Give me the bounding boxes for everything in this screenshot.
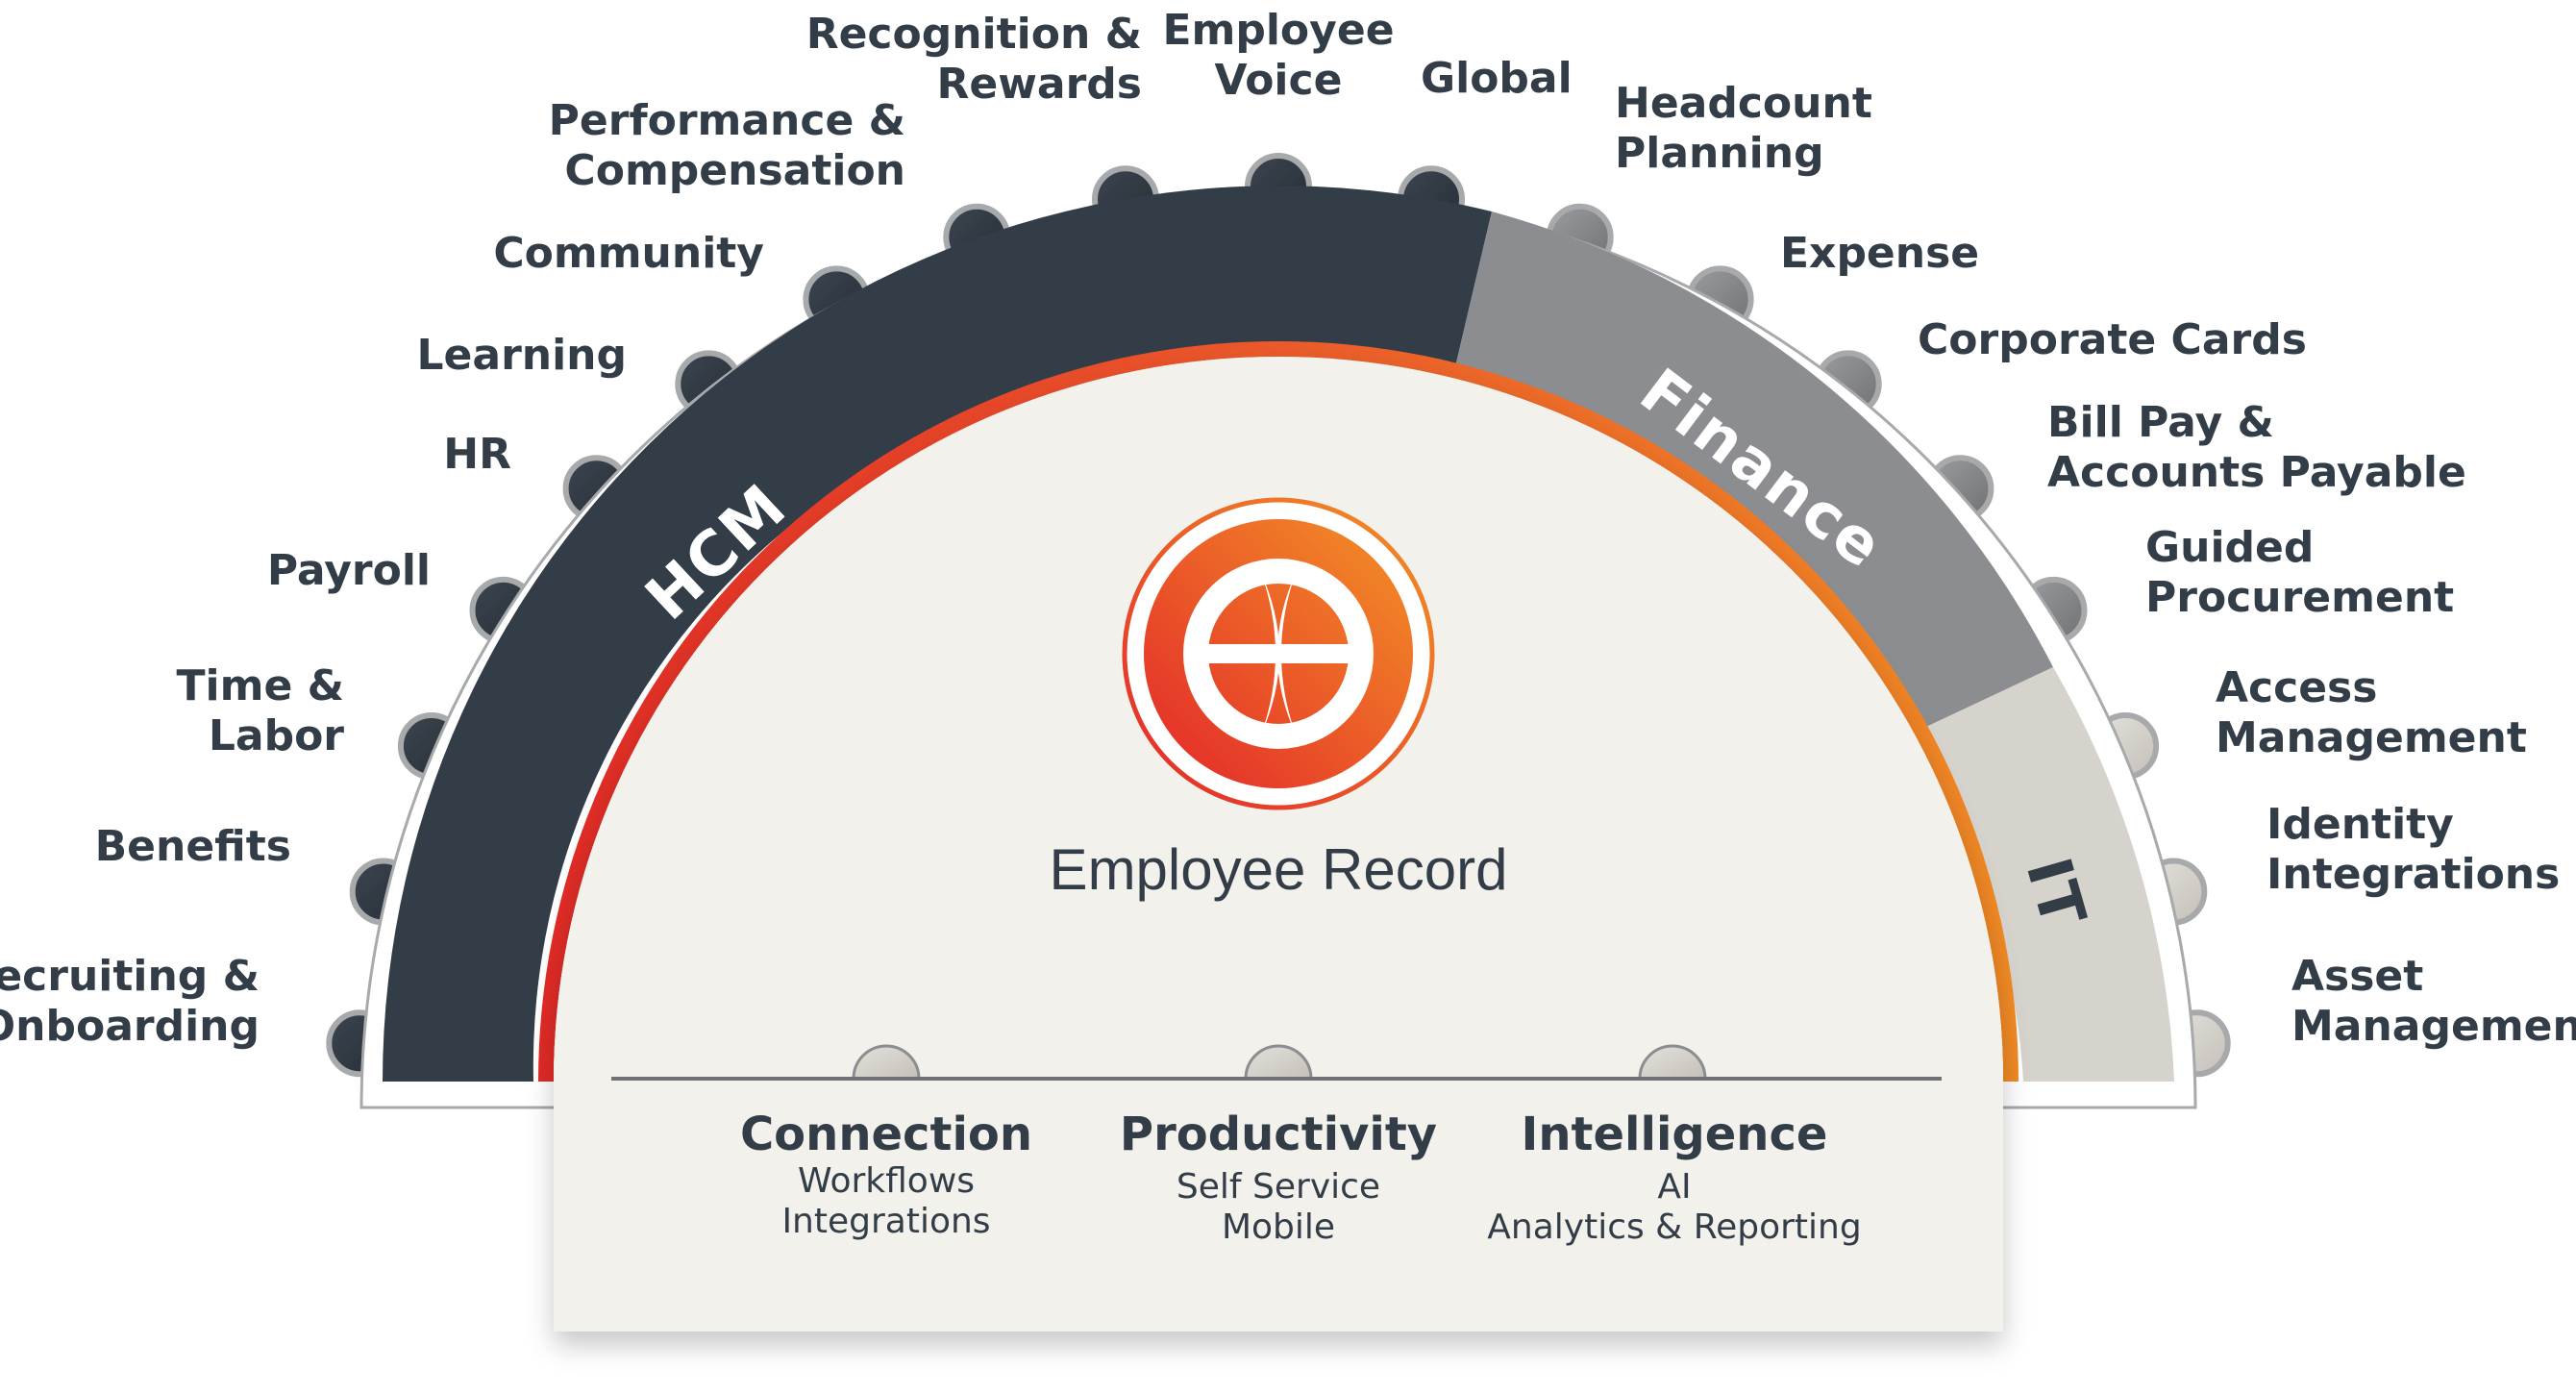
module-recognition-rewards: Recognition &Rewards (806, 10, 1142, 109)
module-benefits: Benefits (95, 822, 291, 871)
svg-text:Mobile: Mobile (1222, 1207, 1335, 1247)
module-payroll: Payroll (267, 546, 431, 595)
module-global: Global (1421, 54, 1573, 103)
module-bill-pay-accounts-payable: Bill Pay &Accounts Payable (2047, 398, 2466, 497)
module-expense: Expense (1780, 229, 1979, 278)
svg-text:Connection: Connection (740, 1108, 1032, 1161)
module-corporate-cards: Corporate Cards (1918, 315, 2307, 364)
module-community: Community (493, 229, 764, 278)
svg-text:Workflows: Workflows (798, 1161, 975, 1201)
module-learning: Learning (417, 331, 628, 380)
svg-text:Intelligence: Intelligence (1522, 1108, 1828, 1161)
hcm-segment (383, 186, 1492, 1082)
module-recruiting-onboarding: Recruiting &Onboarding (0, 952, 260, 1051)
employee-record-title: Employee Record (1050, 837, 1508, 902)
it-segment (1908, 667, 2174, 1082)
pillar-connection: Connection Workflows Integrations (740, 1108, 1032, 1241)
svg-text:Integrations: Integrations (781, 1202, 990, 1241)
pillar-productivity: Productivity Self Service Mobile (1120, 1108, 1437, 1247)
svg-text:Analytics & Reporting: Analytics & Reporting (1487, 1207, 1861, 1247)
svg-text:Productivity: Productivity (1120, 1108, 1437, 1161)
pillar-intelligence: Intelligence AI Analytics & Reporting (1487, 1108, 1861, 1247)
pillar-divider (611, 1044, 1942, 1081)
svg-text:AI: AI (1657, 1167, 1691, 1207)
module-hr: HR (443, 430, 511, 479)
module-performance-compensation: Performance &Compensation (549, 96, 905, 195)
employee-record-logo-icon (1122, 497, 1435, 810)
finance-segment (1447, 212, 2053, 735)
svg-text:Self Service: Self Service (1177, 1167, 1380, 1207)
module-time-labor: Time &Labor (177, 661, 345, 760)
